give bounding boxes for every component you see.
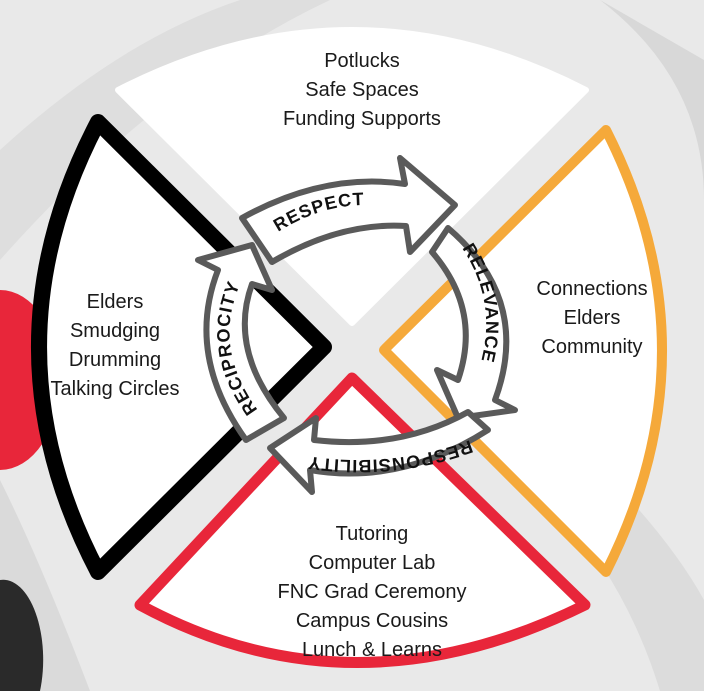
quadrant-top	[115, 27, 589, 326]
bottom-item-1: Tutoring	[335, 523, 409, 545]
right-item-3: Community	[541, 336, 643, 358]
quadrant-right-text: Connections Elders Community	[512, 275, 672, 362]
top-item-3: Funding Supports	[283, 108, 441, 130]
left-item-2: Smudging	[69, 320, 161, 342]
left-item-4: Talking Circles	[50, 378, 180, 400]
quadrant-bottom-text: Tutoring Computer Lab FNC Grad Ceremony …	[242, 520, 502, 665]
top-item-1: Potlucks	[324, 50, 400, 72]
arrow-relevance: RELEVANCE	[429, 225, 518, 421]
bottom-item-5: Lunch & Learns	[301, 639, 443, 661]
bottom-item-4: Campus Cousins	[295, 610, 449, 632]
left-item-3: Drumming	[68, 349, 162, 371]
quadrant-left-text: Elders Smudging Drumming Talking Circles	[30, 288, 200, 404]
arrow-respect: RESPECT	[239, 155, 458, 265]
quadrant-bottom	[134, 372, 591, 668]
quadrant-right	[379, 125, 667, 577]
arrow-reciprocity: RECIPROCITY	[195, 242, 287, 443]
bottom-item-2: Computer Lab	[308, 552, 436, 574]
bottom-item-3: FNC Grad Ceremony	[277, 581, 467, 603]
quadrant-top-text: Potlucks Safe Spaces Funding Supports	[232, 47, 492, 134]
quadrant-left	[31, 114, 332, 580]
top-item-2: Safe Spaces	[305, 79, 419, 101]
left-item-1: Elders	[86, 291, 144, 313]
right-item-2: Elders	[563, 307, 621, 329]
right-item-1: Connections	[536, 278, 648, 300]
edge-dark-circle-decoration	[0, 579, 44, 691]
